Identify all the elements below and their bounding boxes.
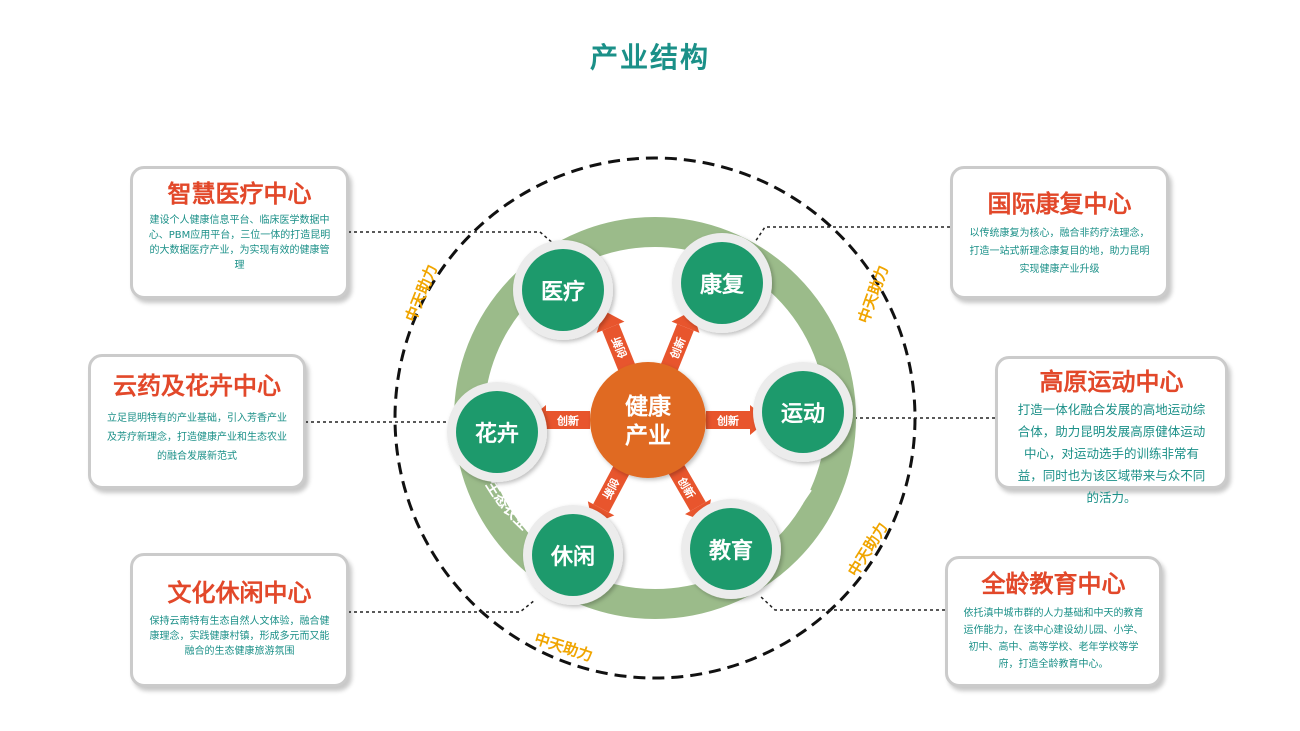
card-title: 文化休闲中心	[167, 579, 312, 607]
center-node: 健康 产业	[590, 362, 706, 478]
card-title: 云药及花卉中心	[113, 372, 281, 400]
node-leisure: 休闲	[523, 505, 623, 605]
card-yunyao: 云药及花卉中心 立足昆明特有的产业基础，引入芳香产业及芳疗新理念，打造健康产业和…	[88, 354, 306, 489]
card-title: 智慧医疗中心	[167, 180, 312, 208]
connector-intl-rehab	[754, 226, 950, 243]
card-lifelong-edu: 全龄教育中心 依托滇中城市群的人力基础和中天的教育运作能力，在该中心建设幼儿园、…	[945, 556, 1162, 687]
svg-text:运动: 运动	[781, 402, 825, 427]
card-text: 立足昆明特有的产业基础，引入芳香产业及芳疗新理念，打造健康产业和生态农业的融合发…	[107, 413, 287, 462]
svg-text:医疗: 医疗	[541, 279, 585, 305]
node-education: 教育	[681, 499, 781, 599]
card-title: 全龄教育中心	[981, 570, 1126, 598]
connector-edu	[759, 595, 945, 611]
svg-text:教育: 教育	[709, 538, 753, 564]
card-text: 打造一体化融合发展的高地运动综合体，助力昆明发展高原健体运动中心，对运动选手的训…	[1017, 402, 1206, 505]
support-label-bottom-left: 中天助力	[532, 629, 595, 665]
svg-text:康复: 康复	[700, 272, 745, 298]
card-smart-medical: 智慧医疗中心 建设个人健康信息平台、临床医学数据中心、PBM应用平台，三位一体的…	[130, 166, 349, 299]
card-text: 以传统康复为核心，融合非药疗法理念，打造一站式新理念康复目的地，助力昆明实现健康…	[969, 228, 1150, 275]
card-text: 建设个人健康信息平台、临床医学数据中心、PBM应用平台，三位一体的打造昆明的大数…	[148, 215, 331, 271]
svg-text:产业: 产业	[625, 422, 671, 449]
card-title: 高原运动中心	[1039, 368, 1184, 396]
page-title: 产业结构	[589, 41, 710, 74]
node-rehab: 康复	[672, 233, 772, 333]
node-flower: 花卉	[447, 382, 547, 482]
card-highland-sport: 高原运动中心 打造一体化融合发展的高地运动综合体，助力昆明发展高原健体运动中心，…	[995, 356, 1228, 505]
support-label-top-right: 中天助力	[855, 263, 892, 326]
arrows: 创新 创新 创新 创新 创新 创新	[528, 310, 768, 525]
card-text: 保持云南特有生态自然人文体验，融合健康理念，实践健康村镇，形成多元而又能融合的生…	[149, 616, 330, 657]
arrow-label: 创新	[716, 414, 739, 428]
svg-text:健康: 健康	[625, 393, 672, 420]
arrow-label: 创新	[556, 414, 579, 428]
support-label-top-left: 中天助力	[402, 262, 441, 324]
connector-smart-medical	[348, 231, 556, 246]
card-title: 国际康复中心	[987, 190, 1132, 218]
card-culture-leisure: 文化休闲中心 保持云南特有生态自然人文体验，融合健康理念，实践健康村镇，形成多元…	[130, 553, 349, 687]
node-medical: 医疗	[513, 240, 613, 340]
card-intl-rehab: 国际康复中心 以传统康复为核心，融合非药疗法理念，打造一站式新理念康复目的地，助…	[950, 166, 1169, 299]
connector-lines	[305, 226, 995, 613]
card-text: 依托滇中城市群的人力基础和中天的教育运作能力，在该中心建设幼儿园、小学、初中、高…	[963, 608, 1144, 670]
node-sport: 运动	[753, 362, 853, 462]
support-label-bottom-right: 中天助力	[844, 519, 891, 579]
svg-text:休闲: 休闲	[550, 545, 595, 570]
svg-text:花卉: 花卉	[475, 421, 519, 447]
connector-culture	[348, 599, 536, 613]
